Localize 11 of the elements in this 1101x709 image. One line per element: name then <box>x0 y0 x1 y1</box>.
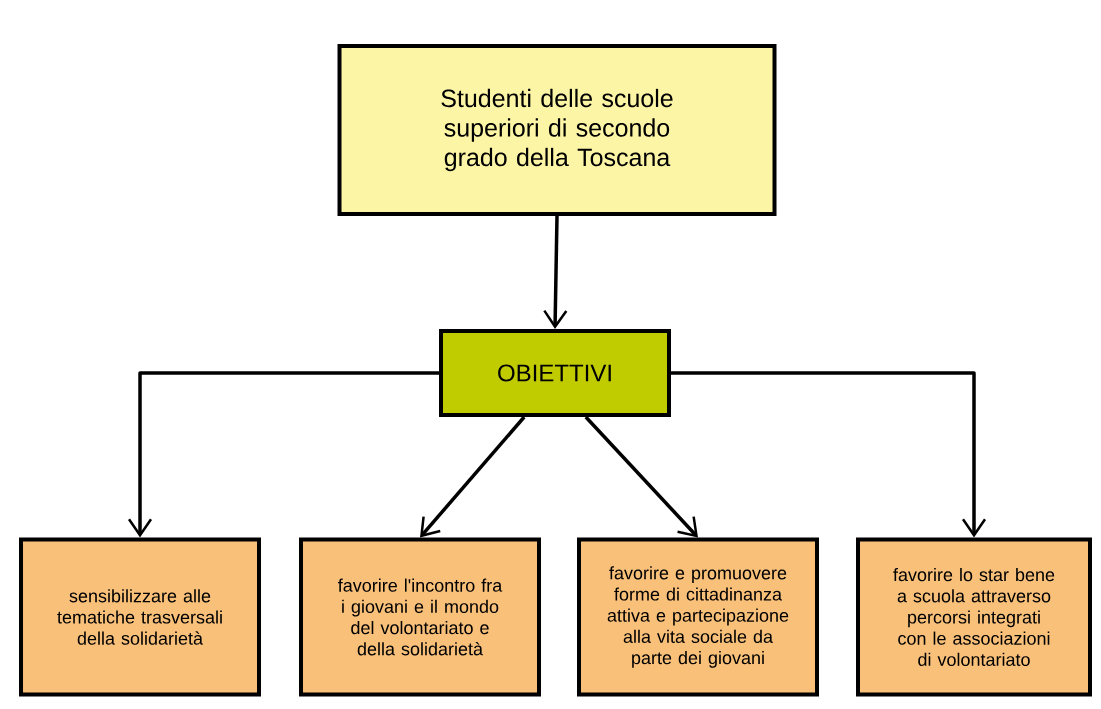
arrow <box>127 371 439 538</box>
objective-box: favorire l'incontro fra i giovani e il mondo del volontariato e della solidarietà <box>299 537 541 697</box>
arrow <box>420 415 526 538</box>
arrow <box>543 215 568 329</box>
objective-box: sensibilizzare alle tematiche trasversali della solidarietà <box>19 537 261 697</box>
objective-box: favorire e promuovere forme di cittadinanza attiva e partecipazione alla vita sociale da parte dei giovani <box>577 537 819 697</box>
objectives-box: OBIETTIVI <box>439 329 671 417</box>
arrow <box>671 371 987 538</box>
arrow <box>584 415 698 538</box>
objective-box: favorire lo star bene a scuola attraverso percorsi integrati con le associazioni di volontariato <box>856 537 1092 697</box>
heading-box: Studenti delle scuole superiori di secondo grado della Toscana <box>337 44 777 216</box>
